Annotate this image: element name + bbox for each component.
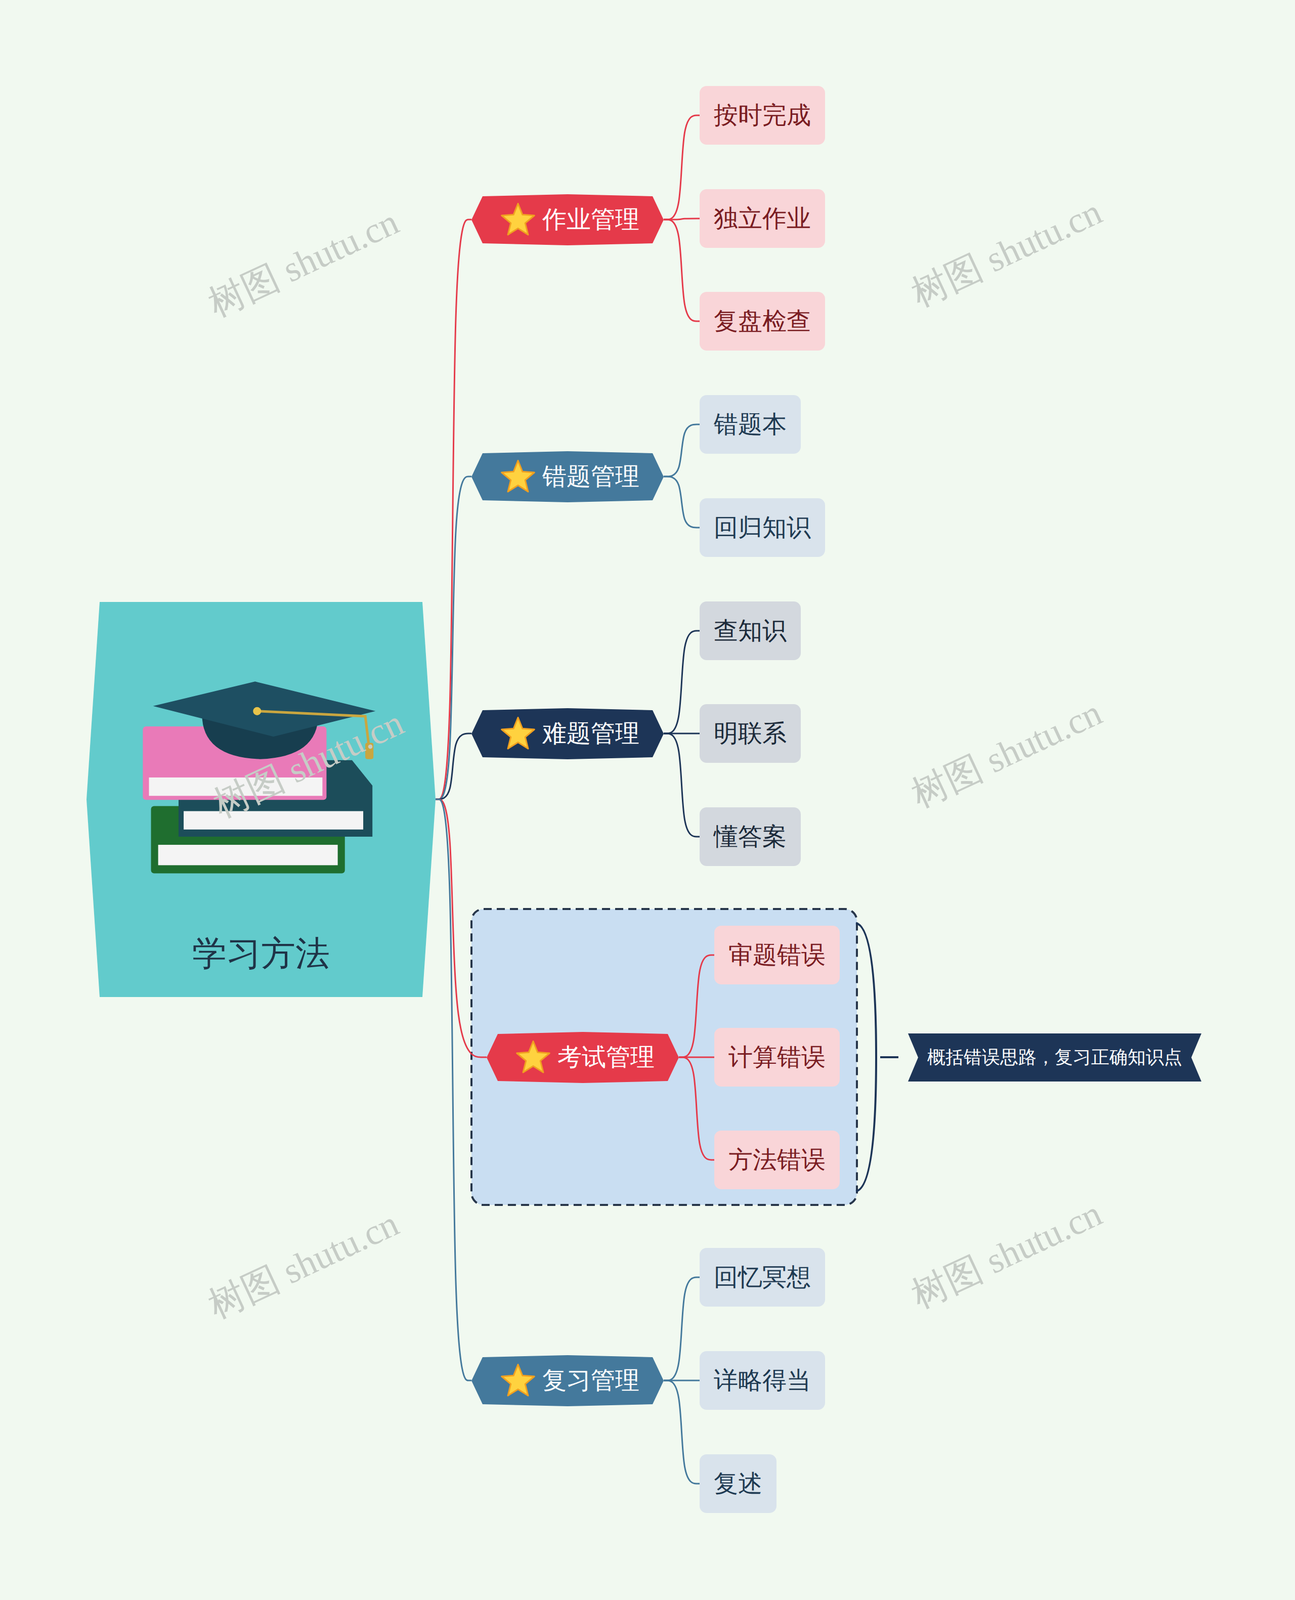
topic-text: 按时完成 [713,99,811,132]
branch-connector [678,1057,715,1160]
topic-text: 复习管理 [542,1364,640,1397]
branch-topic: 复习管理 [471,1355,664,1407]
watermark: 树图 shutu.cn [903,187,1110,319]
watermark: 树图 shutu.cn [200,197,407,329]
branch-connector [663,424,700,477]
watermark: 树图 shutu.cn [903,1189,1110,1320]
topic-text: 独立作业 [713,202,811,235]
branch-connector [435,799,472,1381]
branch-topic: 作业管理 [471,194,664,246]
branch-connector [663,630,700,734]
branch-connector [663,1380,700,1484]
leaf-topic: 复述 [699,1454,777,1514]
leaf-topic: 方法错误 [714,1130,840,1190]
leaf-topic: 错题本 [699,395,801,454]
topic-text: 复述 [713,1467,763,1500]
topic-text: 明联系 [713,717,787,750]
leaf-topic: 懂答案 [699,807,801,867]
branch-connector [663,115,700,220]
star-icon [516,1041,550,1073]
leaf-topic: 复盘检查 [699,291,826,351]
branch-connector [435,799,487,1058]
leaf-topic: 查知识 [699,601,801,661]
leaf-topic: 回归知识 [699,498,826,557]
topic-text: 考试管理 [557,1041,655,1074]
leaf-topic: 独立作业 [699,189,826,248]
watermark: 树图 shutu.cn [200,1199,407,1330]
group-frame [471,909,857,1205]
topic-text: 难题管理 [542,717,640,750]
branch-connector [663,733,700,837]
leaf-topic: 按时完成 [699,85,826,145]
leaf-topic: 计算错误 [714,1027,840,1087]
topic-text: 计算错误 [728,1041,826,1074]
bracket-tick [880,1056,899,1059]
topic-text: 概括错误思路，复习正确知识点 [927,1045,1183,1070]
branch-topic: 错题管理 [471,451,664,503]
topic-text: 懂答案 [713,820,787,853]
star-icon [501,717,535,749]
root-shape [86,601,436,998]
topic-text: 学习方法 [86,930,436,977]
topic-text: 作业管理 [542,203,640,236]
branch-connector [678,955,715,1058]
branch-connector [435,476,472,800]
branch-connector [663,476,700,528]
branch-connector [663,219,700,322]
leaf-topic: 审题错误 [714,925,840,985]
topic-text: 回归知识 [713,511,811,544]
leaf-topic: 回忆冥想 [699,1247,826,1307]
ribbon-shape [908,1033,1202,1082]
hexagon-shape [471,1355,664,1407]
hexagon-shape [471,194,664,246]
topic-text: 详略得当 [713,1364,811,1397]
branch-topic: 难题管理 [471,708,664,760]
branch-connector [663,1277,700,1381]
topic-text: 查知识 [713,614,787,647]
watermark: 树图 shutu.cn [903,688,1110,819]
leaf-topic: 明联系 [699,704,801,763]
topic-text: 错题本 [713,408,787,441]
topic-text: 方法错误 [728,1143,826,1177]
summary-bracket [855,923,877,1192]
branch-connector [435,219,472,800]
topic-text: 复盘检查 [713,305,811,338]
star-icon [501,1364,535,1396]
topic-text: 审题错误 [728,938,826,972]
summary-banner: 概括错误思路，复习正确知识点 [908,1033,1202,1082]
leaf-topic: 详略得当 [699,1351,826,1410]
hexagon-shape [471,451,664,503]
topic-text: 错题管理 [542,460,640,493]
branch-connector [435,733,472,800]
topic-text: 回忆冥想 [713,1261,811,1294]
hexagon-shape [486,1031,679,1084]
hexagon-shape [471,708,664,760]
branch-topic: 考试管理 [486,1031,679,1084]
star-icon [501,203,535,235]
star-icon [501,460,535,492]
root-topic: 学习方法 [86,601,436,998]
